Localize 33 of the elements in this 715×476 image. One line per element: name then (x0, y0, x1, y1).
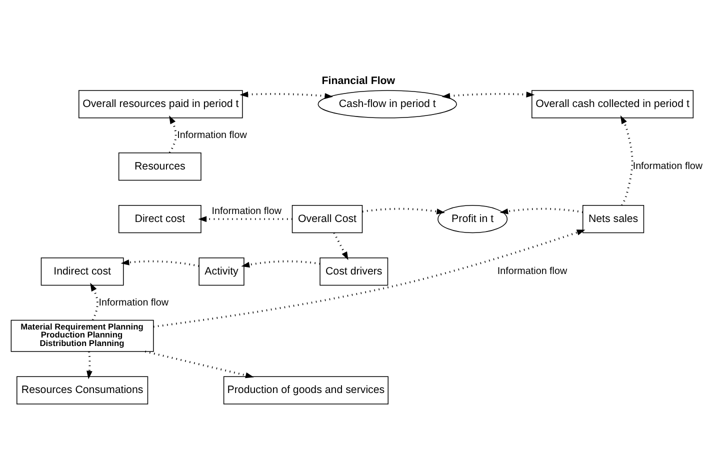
node-ellipse: Cash-flow in period t (318, 90, 457, 118)
arrow (240, 91, 334, 98)
arrow (241, 260, 320, 268)
arrow (620, 114, 634, 206)
node-box: Overall resources paid in period t (78, 90, 243, 118)
node-box: Cost drivers (320, 257, 388, 286)
node-box: Resources Consumations (16, 376, 148, 404)
node-box: Overall cash collected in period t (532, 90, 694, 118)
node-box: Activity (198, 257, 244, 286)
arrow (144, 350, 254, 378)
edge-label: Information flow (497, 266, 568, 277)
arrow (500, 207, 583, 214)
diagram-title: Financial Flow (322, 74, 396, 86)
edge-label: Information flow (98, 296, 169, 308)
arrow (198, 216, 292, 222)
node-box: Production of goods and services (223, 376, 388, 404)
node-box: Indirect cost (40, 257, 124, 286)
edge-label: Information flow (212, 206, 282, 217)
node-box: Direct cost (118, 204, 202, 233)
arrow (362, 207, 446, 214)
node-box: Nets sales (582, 204, 644, 233)
arrow (153, 229, 586, 328)
arrow (333, 232, 348, 260)
node-box: Resources (118, 152, 202, 180)
arrow (120, 259, 200, 266)
arrow (86, 351, 92, 379)
arrow (168, 114, 177, 153)
node-box: Overall Cost (292, 204, 363, 233)
arrow (90, 282, 98, 320)
node-box: Material Requirement Planning Production Planning Distribution Planning (10, 319, 154, 352)
edge-label: Information flow (177, 130, 247, 141)
arrow (442, 91, 535, 98)
edge-label: Information flow (632, 160, 703, 172)
